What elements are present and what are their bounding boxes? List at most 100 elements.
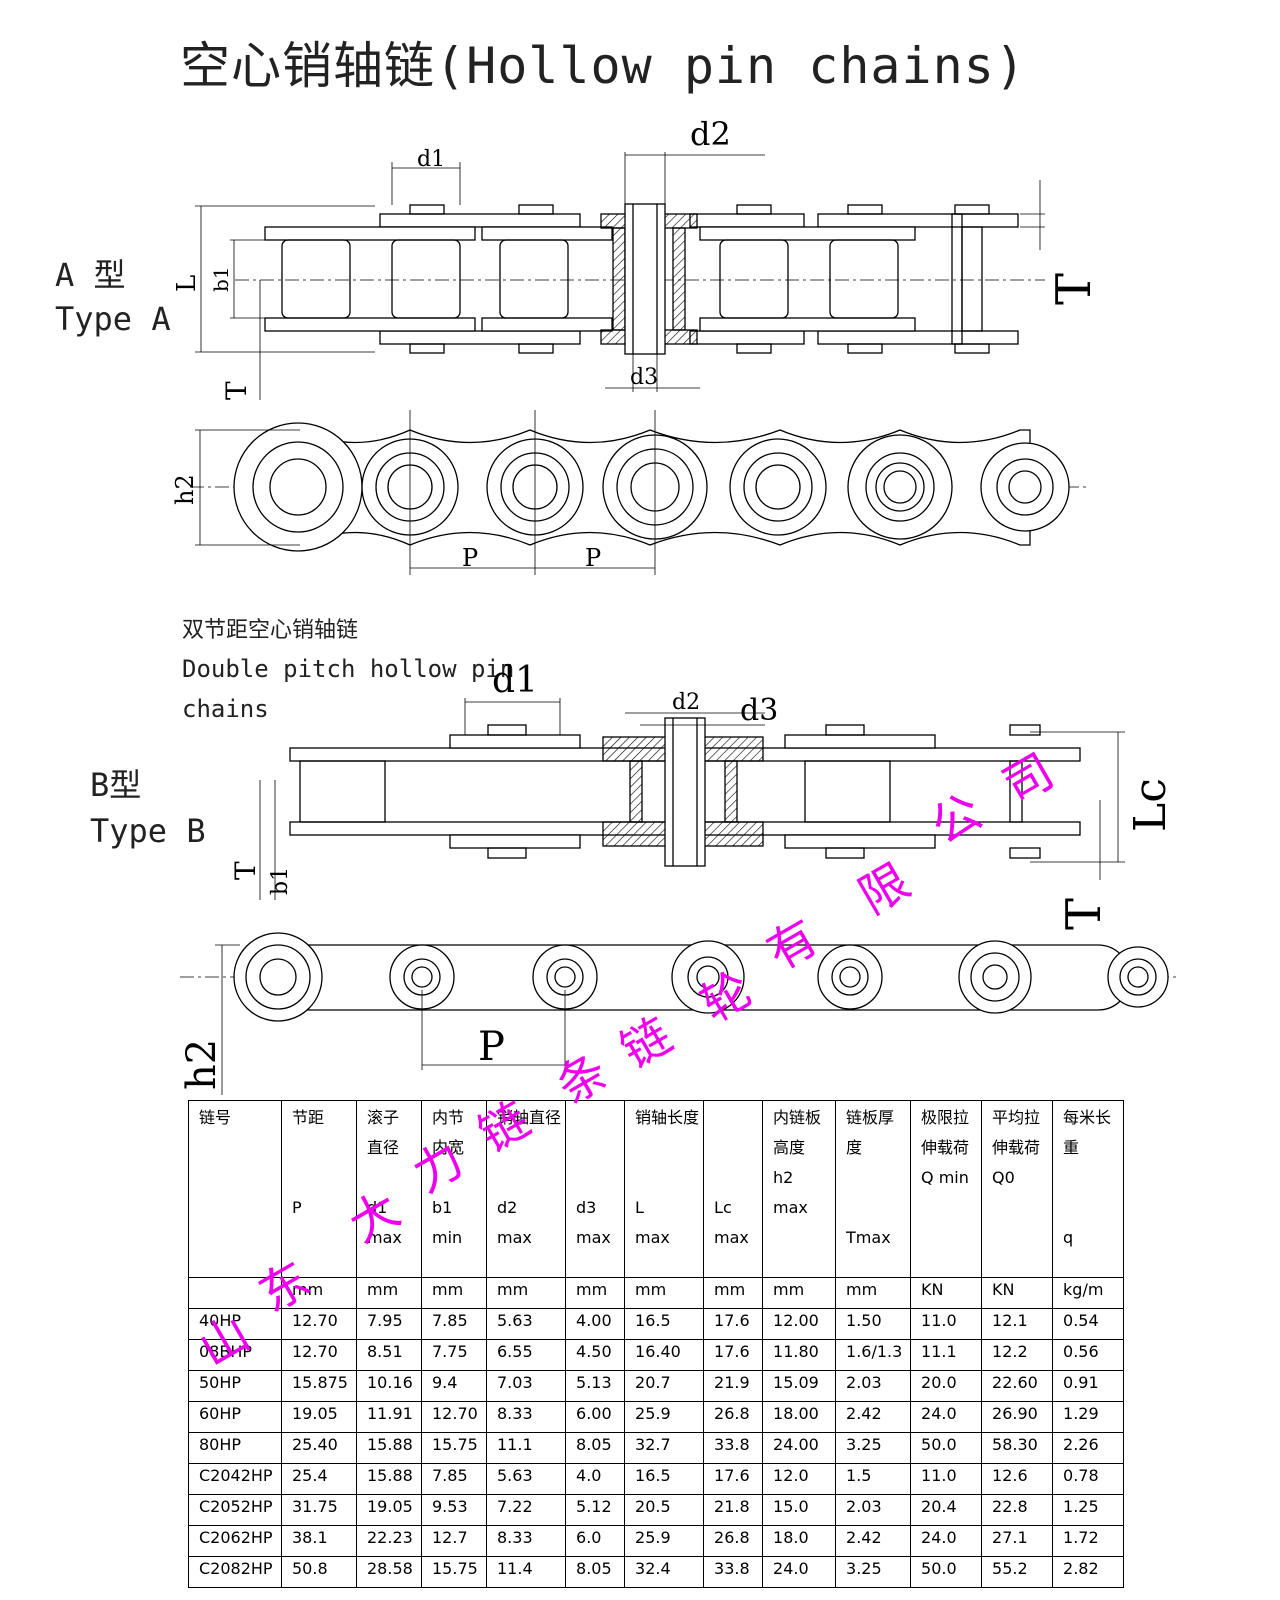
table-cell: 12.1 — [981, 1308, 1054, 1340]
table-cell: C2082HP — [188, 1556, 282, 1588]
table-cell: 50.0 — [910, 1556, 983, 1588]
table-cell: 8.33 — [485, 1401, 567, 1433]
dim-P-a-1: P — [462, 544, 478, 572]
header-avg-load: 平均拉伸载荷 Q0 — [981, 1100, 1054, 1278]
table-cell: 8.05 — [565, 1432, 626, 1464]
table-cell: 3.25 — [835, 1432, 912, 1464]
table-cell: 19.05 — [356, 1494, 422, 1526]
table-cell: 12.7 — [421, 1525, 487, 1557]
table-cell: 3.25 — [835, 1556, 912, 1588]
dim-T-b-left: T — [229, 861, 262, 880]
table-cell: 6.0 — [565, 1525, 626, 1557]
table-cell: 5.63 — [485, 1463, 567, 1495]
dim-d3-b: d3 — [740, 693, 778, 728]
dim-Lc-b: Lc — [1125, 778, 1176, 832]
table-cell: 2.03 — [835, 1370, 912, 1402]
dim-T-a-right: T — [1046, 273, 1102, 305]
table-cell: 7.85 — [421, 1308, 487, 1340]
table-cell: 16.40 — [624, 1339, 705, 1371]
table-cell: 11.80 — [762, 1339, 837, 1371]
table-cell: 50HP — [188, 1370, 282, 1402]
table-cell: 1.72 — [1052, 1525, 1125, 1557]
header-ultimate-load: 极限拉伸载荷 Q min — [910, 1100, 983, 1278]
header-chain-no: 链号 — [188, 1100, 282, 1278]
table-cell: 15.09 — [762, 1370, 837, 1402]
table-cell: 18.00 — [762, 1401, 837, 1433]
dim-h2-a: h2 — [171, 474, 199, 505]
table-cell: 33.8 — [703, 1556, 764, 1588]
table-cell: 12.70 — [281, 1308, 357, 1340]
table-cell: 20.4 — [910, 1494, 983, 1526]
table-cell: 22.23 — [356, 1525, 422, 1557]
table-cell: 50.8 — [281, 1556, 357, 1588]
table-cell: 25.4 — [281, 1463, 357, 1495]
table-cell: 11.0 — [910, 1308, 983, 1340]
table-cell: 7.03 — [485, 1370, 567, 1402]
table-cell: 25.40 — [281, 1432, 357, 1464]
table-cell: 15.88 — [356, 1432, 422, 1464]
table-cell: 58.30 — [981, 1432, 1054, 1464]
table-cell: 2.42 — [835, 1525, 912, 1557]
type-a-label-en: Type A — [55, 300, 171, 338]
dim-h2-b: h2 — [179, 1039, 225, 1090]
table-cell: 11.1 — [910, 1339, 983, 1371]
type-b-side-view — [259, 698, 1125, 900]
table-cell: 17.6 — [703, 1463, 764, 1495]
table-cell: 15.875 — [281, 1370, 357, 1402]
table-cell: 18.0 — [762, 1525, 837, 1557]
type-a-side-view — [195, 152, 1045, 400]
table-cell: 7.95 — [356, 1308, 422, 1340]
table-cell: 4.0 — [565, 1463, 626, 1495]
double-pitch-title-cn: 双节距空心销轴链 — [182, 618, 359, 643]
table-units-row: mm mm mm mm mm mm mm mm mm KN KN kg/m — [188, 1277, 1125, 1309]
table-cell: 15.75 — [421, 1556, 487, 1588]
table-cell: 1.25 — [1052, 1494, 1125, 1526]
table-cell: 12.70 — [421, 1401, 487, 1433]
table-cell: 15.88 — [356, 1463, 422, 1495]
table-cell: 16.5 — [624, 1308, 705, 1340]
table-cell: 1.5 — [835, 1463, 912, 1495]
header-plate-thickness: 链板厚度 Tmax — [835, 1100, 912, 1278]
table-cell: 24.0 — [762, 1556, 837, 1588]
header-pitch: 节距 P — [281, 1100, 357, 1278]
table-cell: 12.70 — [281, 1339, 357, 1371]
table-cell: 80HP — [188, 1432, 282, 1464]
table-cell: 20.5 — [624, 1494, 705, 1526]
table-cell: 2.03 — [835, 1494, 912, 1526]
table-cell: 12.00 — [762, 1308, 837, 1340]
table-cell: 8.05 — [565, 1556, 626, 1588]
table-cell: 9.53 — [421, 1494, 487, 1526]
table-cell: 1.29 — [1052, 1401, 1125, 1433]
table-cell: 0.91 — [1052, 1370, 1125, 1402]
table-cell: 31.75 — [281, 1494, 357, 1526]
table-cell: 5.12 — [565, 1494, 626, 1526]
type-a-label-cn: A 型 — [55, 256, 126, 294]
table-cell: 20.0 — [910, 1370, 983, 1402]
chain-drawings: d1 d2 d3 L b1 T T h2 P P — [171, 115, 1180, 1095]
table-cell: 15.75 — [421, 1432, 487, 1464]
table-cell: 6.55 — [485, 1339, 567, 1371]
table-cell: 24.00 — [762, 1432, 837, 1464]
table-cell: 2.26 — [1052, 1432, 1125, 1464]
table-cell: 11.91 — [356, 1401, 422, 1433]
table-cell: 16.5 — [624, 1463, 705, 1495]
table-cell: 8.33 — [485, 1525, 567, 1557]
table-cell: 4.00 — [565, 1308, 626, 1340]
dim-d1-a: d1 — [417, 147, 445, 172]
table-cell: 17.6 — [703, 1308, 764, 1340]
table-cell: 50.0 — [910, 1432, 983, 1464]
table-cell: 11.1 — [485, 1432, 567, 1464]
table-cell: 0.54 — [1052, 1308, 1125, 1340]
table-cell: 12.0 — [762, 1463, 837, 1495]
table-cell: 32.7 — [624, 1432, 705, 1464]
type-b-front-view — [180, 932, 1180, 1095]
